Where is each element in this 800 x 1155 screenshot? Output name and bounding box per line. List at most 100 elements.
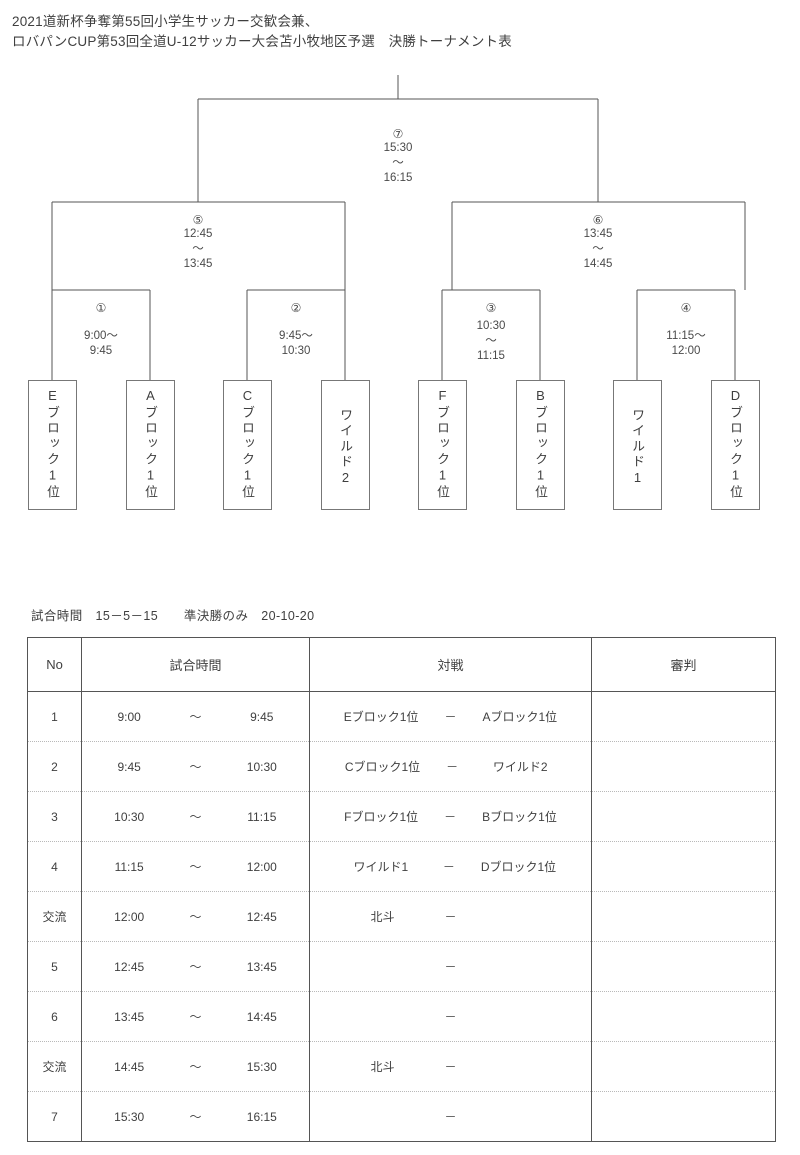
bracket-lines xyxy=(51,75,746,380)
cell-match-right: ワイルド2 xyxy=(492,760,548,774)
column-header-match: 対戦 xyxy=(309,637,592,692)
bracket-team-label: Cブロック1位 xyxy=(240,388,255,501)
cell-match-left: ワイルド1 xyxy=(353,860,409,874)
bracket-match-4-number: ④ xyxy=(680,301,692,315)
column-header-no: No xyxy=(27,637,82,692)
cell-no: 2 xyxy=(27,741,82,792)
cell-time-start: 9:45 xyxy=(117,759,141,774)
cell-match-dash: － xyxy=(442,860,455,874)
cell-time: 14:45～15:30 xyxy=(81,1041,310,1092)
bracket-match-5: ⑤ 12:45 ～ 13:45 xyxy=(148,213,248,272)
cell-referee xyxy=(591,841,776,892)
cell-no: 6 xyxy=(27,991,82,1042)
bracket-match-6-time: 13:45 ～ 14:45 xyxy=(583,228,613,270)
cell-time-tilde: ～ xyxy=(189,710,202,724)
cell-time-start: 10:30 xyxy=(114,809,145,824)
cell-match: － xyxy=(309,1091,592,1142)
tournament-bracket: ⑦ 15:30 ～ 16:15 ⑤ 12:45 ～ 13:45 ⑥ 13:45 … xyxy=(0,75,800,525)
cell-match: Fブロック1位 － Bブロック1位 xyxy=(309,791,592,842)
bracket-match-6-number: ⑥ xyxy=(592,213,604,227)
cell-referee xyxy=(591,691,776,742)
cell-time-end: 10:30 xyxy=(246,759,277,774)
cell-time-start: 13:45 xyxy=(114,1009,145,1024)
table-row: 4 11:15 ～ 12:00 ワイルド1 － Dブロック1位 xyxy=(27,841,776,892)
bracket-match-2-time: 9:45～ 10:30 xyxy=(279,330,313,357)
cell-time-start: 11:15 xyxy=(114,859,144,874)
bracket-team-label: Fブロック1位 xyxy=(435,388,450,501)
cell-time-end: 11:15 xyxy=(247,809,277,824)
cell-match-dash: － xyxy=(444,810,457,824)
match-duration-note: 試合時間 15－5－15 準決勝のみ 20-10-20 xyxy=(31,609,315,623)
cell-match: Cブロック1位－ワイルド2 xyxy=(309,741,592,792)
cell-time: 15:30～16:15 xyxy=(81,1091,310,1142)
cell-time: 10:30 ～ 11:15 xyxy=(81,791,310,842)
bracket-match-5-number: ⑤ xyxy=(192,213,204,227)
cell-time-end: 9:45 xyxy=(250,709,274,724)
table-row: 3 10:30 ～ 11:15 Fブロック1位 － Bブロック1位 xyxy=(27,791,776,842)
bracket-team-label: Aブロック1位 xyxy=(143,388,158,501)
cell-time-tilde: ～ xyxy=(189,860,202,874)
bracket-team-label: Bブロック1位 xyxy=(533,388,548,501)
cell-match-left: 北斗 xyxy=(370,910,395,924)
cell-no: 1 xyxy=(27,691,82,742)
cell-time-tilde: ～ xyxy=(189,810,202,824)
cell-time-end: 15:30 xyxy=(246,1059,277,1074)
bracket-match-3-time: 10:30 ～ 11:15 xyxy=(476,320,506,362)
bracket-team-a-block-1st: Aブロック1位 xyxy=(126,380,175,510)
cell-match-dash: － xyxy=(444,1110,457,1124)
column-header-time: 試合時間 xyxy=(81,637,310,692)
bracket-team-label: Eブロック1位 xyxy=(45,388,60,501)
cell-referee xyxy=(591,741,776,792)
cell-referee xyxy=(591,941,776,992)
cell-referee xyxy=(591,891,776,942)
bracket-match-4: ④ 11:15～ 12:00 xyxy=(636,301,736,359)
bracket-team-wild-1: ワイルド1 xyxy=(613,380,662,510)
cell-time-end: 12:00 xyxy=(246,859,277,874)
cell-time-tilde: ～ xyxy=(189,760,202,774)
cell-match: ワイルド1 － Dブロック1位 xyxy=(309,841,592,892)
bracket-match-4-time: 11:15～ 12:00 xyxy=(666,330,706,357)
cell-time-tilde: ～ xyxy=(189,1110,202,1124)
cell-match-left: Fブロック1位 xyxy=(344,810,419,824)
bracket-team-label: Dブロック1位 xyxy=(728,388,743,501)
bracket-match-1-time: 9:00～ 9:45 xyxy=(84,330,118,357)
cell-no: 3 xyxy=(27,791,82,842)
bracket-team-b-block-1st: Bブロック1位 xyxy=(516,380,565,510)
cell-match-dash: － xyxy=(444,960,457,974)
cell-no: 5 xyxy=(27,941,82,992)
bracket-team-f-block-1st: Fブロック1位 xyxy=(418,380,467,510)
cell-match-left: 北斗 xyxy=(370,1060,395,1074)
cell-referee xyxy=(591,991,776,1042)
cell-match-right: Dブロック1位 xyxy=(480,860,557,874)
cell-time-tilde: ～ xyxy=(189,1010,202,1024)
table-header-row: No 試合時間 対戦 審判 xyxy=(27,637,776,692)
bracket-match-6: ⑥ 13:45 ～ 14:45 xyxy=(548,213,648,272)
bracket-team-label: ワイルド1 xyxy=(630,408,645,488)
bracket-match-3: ③ 10:30 ～ 11:15 xyxy=(441,301,541,364)
column-header-referee: 審判 xyxy=(591,637,776,692)
bracket-team-wild-2: ワイルド2 xyxy=(321,380,370,510)
cell-time-tilde: ～ xyxy=(189,910,202,924)
cell-match-right: Aブロック1位 xyxy=(482,710,558,724)
cell-time: 9:00～9:45 xyxy=(81,691,310,742)
cell-match-right: Bブロック1位 xyxy=(482,810,557,824)
cell-match-dash: － xyxy=(444,1010,457,1024)
cell-match: － xyxy=(309,941,592,992)
cell-time-start: 15:30 xyxy=(114,1109,145,1124)
cell-no: 4 xyxy=(27,841,82,892)
cell-match: － xyxy=(309,991,592,1042)
cell-time-tilde: ～ xyxy=(189,960,202,974)
bracket-match-3-number: ③ xyxy=(485,301,497,315)
cell-match-dash: － xyxy=(446,760,459,774)
cell-time: 13:45～14:45 xyxy=(81,991,310,1042)
cell-time-start: 12:45 xyxy=(114,959,145,974)
bracket-match-7: ⑦ 15:30 ～ 16:15 xyxy=(348,127,448,186)
cell-time: 12:45～13:45 xyxy=(81,941,310,992)
cell-time: 12:00～12:45 xyxy=(81,891,310,942)
bracket-match-1-number: ① xyxy=(95,301,107,315)
bracket-team-c-block-1st: Cブロック1位 xyxy=(223,380,272,510)
bracket-team-d-block-1st: Dブロック1位 xyxy=(711,380,760,510)
